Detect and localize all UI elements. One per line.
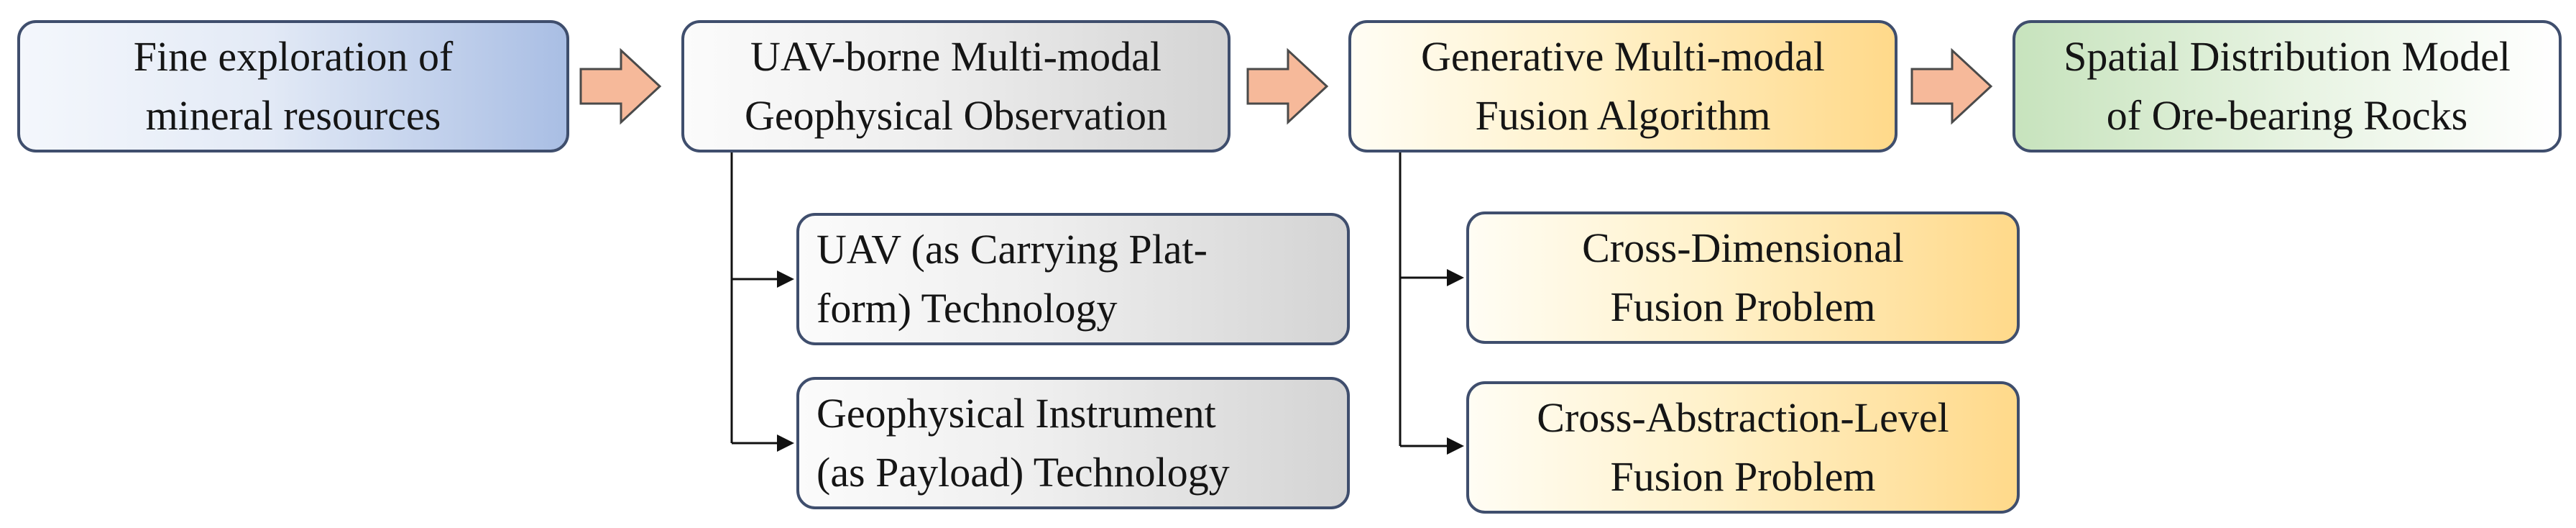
flow-arrow-2	[1246, 47, 1329, 125]
box-text-line: form) Technology	[816, 285, 1118, 332]
box-text-line: Geophysical Instrument	[816, 390, 1216, 437]
box-text-line: UAV (as Carrying Plat-	[816, 226, 1208, 273]
box-text-line: Cross-Abstraction-Level	[1537, 394, 1949, 441]
uav-platform-technology-box: UAV (as Carrying Plat- form) Technology	[796, 213, 1350, 345]
cross-dimensional-fusion-box: Cross-Dimensional Fusion Problem	[1466, 211, 2020, 344]
flow-arrow-1	[579, 47, 662, 125]
cross-abstraction-level-fusion-box: Cross-Abstraction-Level Fusion Problem	[1466, 381, 2020, 514]
observation-branch-connector	[730, 153, 794, 452]
flow-arrow-3	[1910, 47, 1993, 125]
box-text-line: of Ore-bearing Rocks	[2106, 92, 2468, 139]
box-text-line: Fusion Algorithm	[1475, 92, 1771, 139]
box-text-line: Cross-Dimensional	[1582, 224, 1904, 271]
box-text-line: Generative Multi-modal	[1420, 33, 1826, 80]
box-text-line: Spatial Distribution Model	[2064, 33, 2511, 80]
box-text-line: (as Payload) Technology	[816, 449, 1230, 496]
box-text-line: Geophysical Observation	[745, 92, 1167, 139]
spatial-distribution-box: Spatial Distribution Model of Ore-bearin…	[2012, 20, 2562, 153]
generative-fusion-box: Generative Multi-modal Fusion Algorithm	[1348, 20, 1898, 153]
box-text-line: Fine exploration of	[133, 33, 454, 80]
box-text-line: UAV-borne Multi-modal	[750, 33, 1162, 80]
fine-exploration-box: Fine exploration of mineral resources	[17, 20, 569, 153]
box-text-line: Fusion Problem	[1610, 453, 1876, 500]
box-text-line: Fusion Problem	[1610, 283, 1876, 330]
uav-observation-box: UAV-borne Multi-modal Geophysical Observ…	[681, 20, 1230, 153]
geophysical-instrument-technology-box: Geophysical Instrument (as Payload) Tech…	[796, 377, 1350, 509]
fusion-branch-connector	[1399, 153, 1464, 455]
box-text-line: mineral resources	[145, 92, 441, 139]
